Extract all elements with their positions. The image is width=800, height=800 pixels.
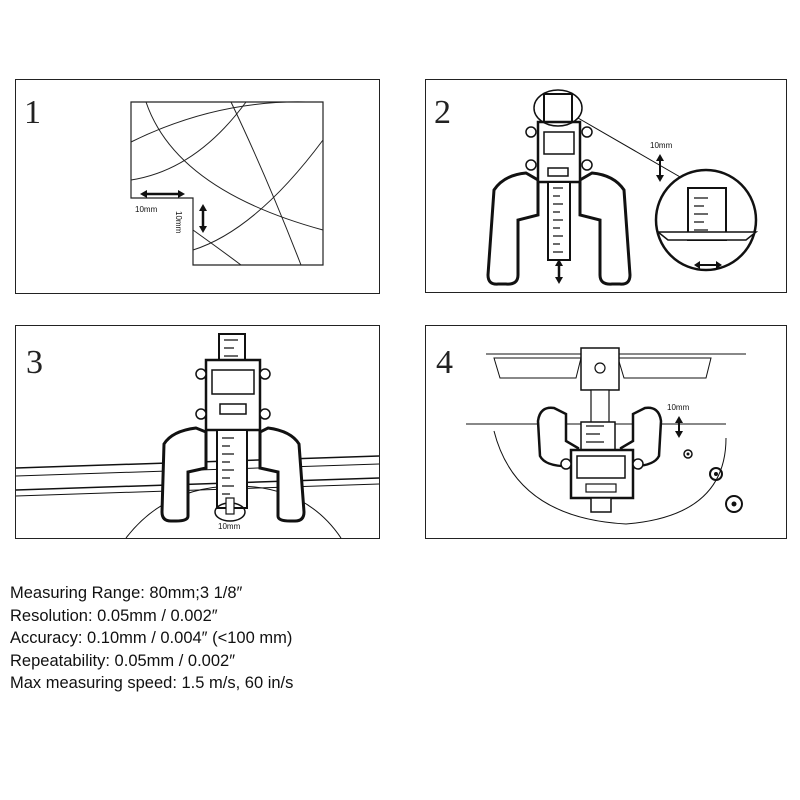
panel-number: 4 (436, 344, 453, 381)
rebate-diagram: 10mm 10mm (130, 101, 324, 266)
specifications: Measuring Range: 80mm;3 1/8″ Resolution:… (10, 582, 430, 695)
spec-repeatability: Repeatability: 0.05mm / 0.002″ (10, 651, 236, 670)
offset-label: 10mm (650, 141, 673, 150)
spec-accuracy: Accuracy: 0.10mm / 0.004″ (<100 mm) (10, 629, 293, 647)
router-bit-diagram: 10mm (466, 347, 746, 525)
router-table-diagram: 10mm (16, 333, 379, 538)
panel-number: 2 (434, 94, 451, 131)
spec-resolution: Resolution: 0.05mm / 0.002″ (10, 606, 218, 625)
panel-number: 1 (24, 94, 41, 131)
panel-4: 4 10mm (425, 325, 787, 539)
panel-3: 3 10mm (15, 325, 380, 539)
spec-max-speed: Max measuring speed: 1.5 m/s, 60 in/s (10, 674, 294, 692)
vertical-label: 10mm (174, 211, 183, 234)
offset-label: 10mm (218, 522, 241, 531)
horizontal-label: 10mm (135, 205, 158, 214)
panel-1: 1 10mm 10mm (15, 79, 380, 294)
gauge-diagram: 10mm (486, 89, 759, 286)
spec-measuring-range: Measuring Range: 80mm;3 1/8″ (10, 584, 243, 602)
panel-number: 3 (26, 344, 43, 381)
offset-label: 10mm (667, 403, 690, 412)
panel-2: 2 10mm (425, 79, 787, 293)
